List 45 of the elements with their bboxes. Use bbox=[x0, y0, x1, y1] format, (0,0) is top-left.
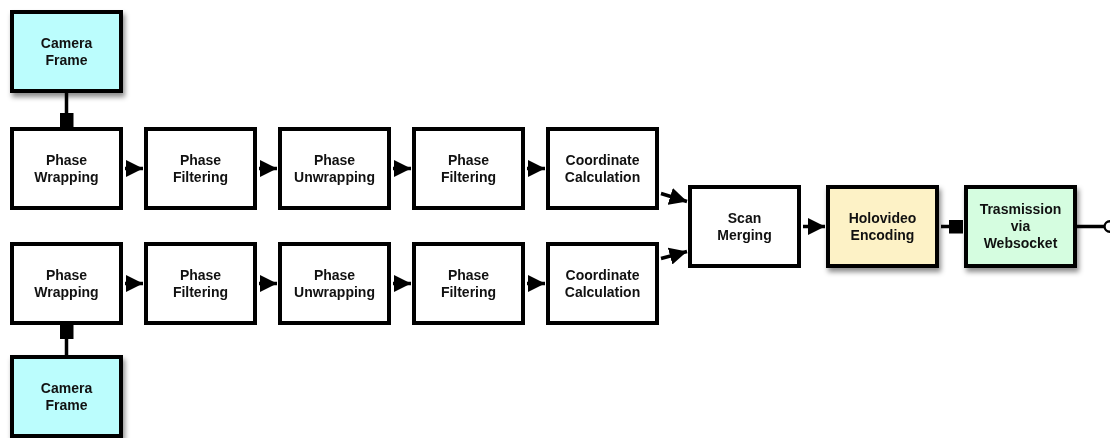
connector bbox=[125, 274, 143, 293]
process-box bbox=[412, 127, 525, 210]
process-box bbox=[964, 185, 1077, 268]
node-label: Trasmission via Websocket bbox=[978, 201, 1063, 252]
process-box bbox=[144, 242, 257, 325]
node-label: Coordinate Calculation bbox=[563, 266, 642, 301]
connector bbox=[393, 159, 411, 178]
process-box bbox=[412, 242, 525, 325]
connector bbox=[803, 217, 825, 236]
connector bbox=[1077, 220, 1110, 233]
node-label: Coordinate Calculation bbox=[563, 151, 642, 186]
node-label: Phase Unwrapping bbox=[293, 151, 376, 186]
process-box bbox=[278, 127, 391, 210]
process-box bbox=[10, 127, 123, 210]
connector bbox=[660, 188, 688, 205]
connector bbox=[941, 219, 963, 234]
node-label: Phase Wrapping bbox=[33, 151, 100, 186]
connector bbox=[59, 93, 74, 127]
process-box bbox=[10, 10, 123, 93]
node-label: Phase Unwrapping bbox=[293, 266, 376, 301]
connector bbox=[393, 274, 411, 293]
connector bbox=[527, 159, 545, 178]
connector bbox=[59, 325, 74, 355]
node-label: Holovideo Encoding bbox=[847, 209, 918, 244]
connector bbox=[660, 247, 688, 265]
node-label: Camera Frame bbox=[39, 379, 94, 414]
process-box bbox=[278, 242, 391, 325]
process-box bbox=[826, 185, 939, 268]
connector bbox=[259, 274, 277, 293]
process-box bbox=[546, 242, 659, 325]
node-label: Phase Filtering bbox=[171, 266, 230, 301]
node-label: Phase Wrapping bbox=[33, 266, 100, 301]
node-label: Camera Frame bbox=[39, 34, 94, 69]
process-box bbox=[10, 355, 123, 438]
node-label: Scan Merging bbox=[716, 209, 773, 244]
connector bbox=[125, 159, 143, 178]
node-label: Phase Filtering bbox=[439, 266, 498, 301]
process-box bbox=[688, 185, 801, 268]
process-box bbox=[144, 127, 257, 210]
process-box bbox=[10, 242, 123, 325]
connector bbox=[527, 274, 545, 293]
process-box bbox=[546, 127, 659, 210]
connector bbox=[259, 159, 277, 178]
node-label: Phase Filtering bbox=[439, 151, 498, 186]
node-label: Phase Filtering bbox=[171, 151, 230, 186]
